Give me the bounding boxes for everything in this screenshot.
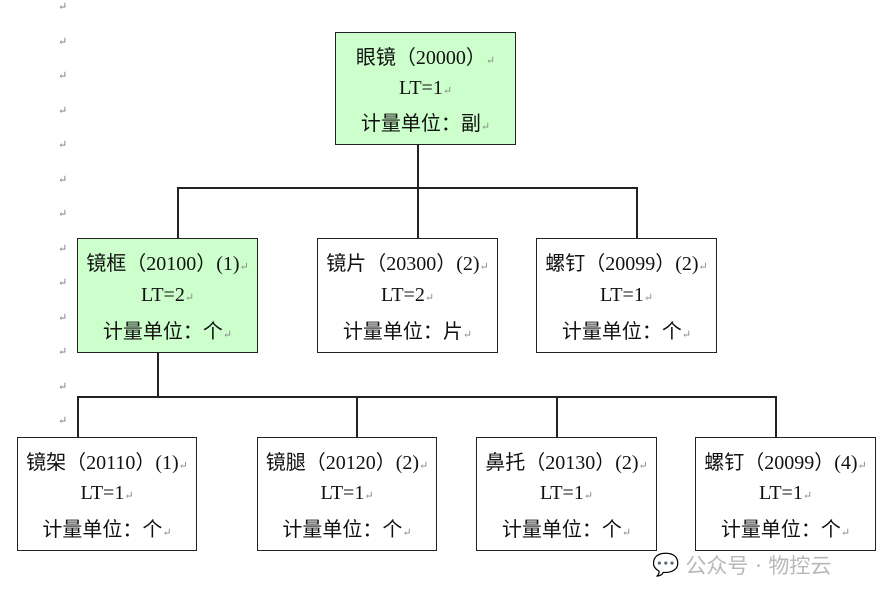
connector [177,187,637,189]
connector [177,187,179,239]
node-level2-0: 镜架（20110）(1)↵LT=1↵计量单位：个↵ [17,437,197,551]
node-title: 眼镜（20000） [355,46,486,69]
connector [77,396,776,398]
node-level1-1: 镜片（20300）(2)↵LT=2↵计量单位：片↵ [317,238,498,353]
watermark: 💬 公众号 · 物控云 [652,553,832,579]
connector [77,396,79,438]
node-lt: LT=1 [758,482,803,505]
paragraph-mark: ↵ [58,104,68,117]
paragraph-mark: ↵ [58,208,68,220]
node-unit: 计量单位：片 [342,321,463,343]
paragraph-mark: ↵ [58,311,68,324]
connector [636,187,638,239]
connector [556,396,558,438]
paragraph-mark: ↵ [58,415,68,427]
paragraph-mark: ↵ [58,380,68,393]
node-level2-3: 螺钉（20099）(4)↵LT=1↵计量单位：个↵ [695,437,876,551]
node-lt: LT=1 [80,482,125,505]
node-title: 螺钉（20099）(2) [545,253,699,275]
wechat-icon: 💬 [652,553,680,578]
paragraph-mark: ↵ [58,1,68,13]
node-title: 镜框（20100）(1) [86,253,240,275]
node-level1-0: 镜框（20100）(1)↵LT=2↵计量单位：个↵ [77,238,258,353]
node-level1-2: 螺钉（20099）(2)↵LT=1↵计量单位：个↵ [536,238,717,353]
connector [775,396,777,438]
node-lt: LT=1 [539,482,584,505]
node-lt: LT=1 [599,284,644,306]
paragraph-mark: ↵ [58,139,68,151]
node-unit: 计量单位：个 [282,519,403,542]
node-title: 鼻托（20130）(2) [485,451,639,474]
paragraph-mark: ↵ [58,173,68,186]
node-title: 镜架（20110）(1) [26,451,179,474]
paragraph-mark: ↵ [58,70,68,82]
node-title: 镜腿（20120）(2) [265,451,420,474]
connector [417,187,419,239]
node-unit: 计量单位：个 [501,519,622,542]
node-unit: 计量单位：个 [42,519,163,542]
node-level2-1: 镜腿（20120）(2)↵LT=1↵计量单位：个↵ [257,437,437,551]
connector [417,144,419,188]
node-title: 螺钉（20099）(4) [704,451,858,474]
paragraph-mark: ↵ [58,35,68,48]
paragraph-mark: ↵ [58,346,68,358]
node-title: 镜片（20300）(2) [326,253,480,275]
node-lt: LT=1 [320,482,365,505]
node-lt: LT=2 [140,284,185,306]
paragraph-mark: ↵ [58,277,68,289]
node-unit: 计量单位：个 [102,321,223,343]
node-unit: 计量单位：个 [561,321,682,343]
node-lt: LT=2 [380,284,425,306]
paragraph-mark: ↵ [58,242,68,255]
connector [356,396,358,438]
node-unit: 计量单位：副 [360,113,481,136]
node-lt: LT=1 [398,76,443,99]
node-unit: 计量单位：个 [720,519,841,542]
node-level2-2: 鼻托（20130）(2)↵LT=1↵计量单位：个↵ [476,437,657,551]
node-root: 眼镜（20000）↵ LT=1↵ 计量单位：副↵ [335,32,516,145]
connector [157,352,159,397]
